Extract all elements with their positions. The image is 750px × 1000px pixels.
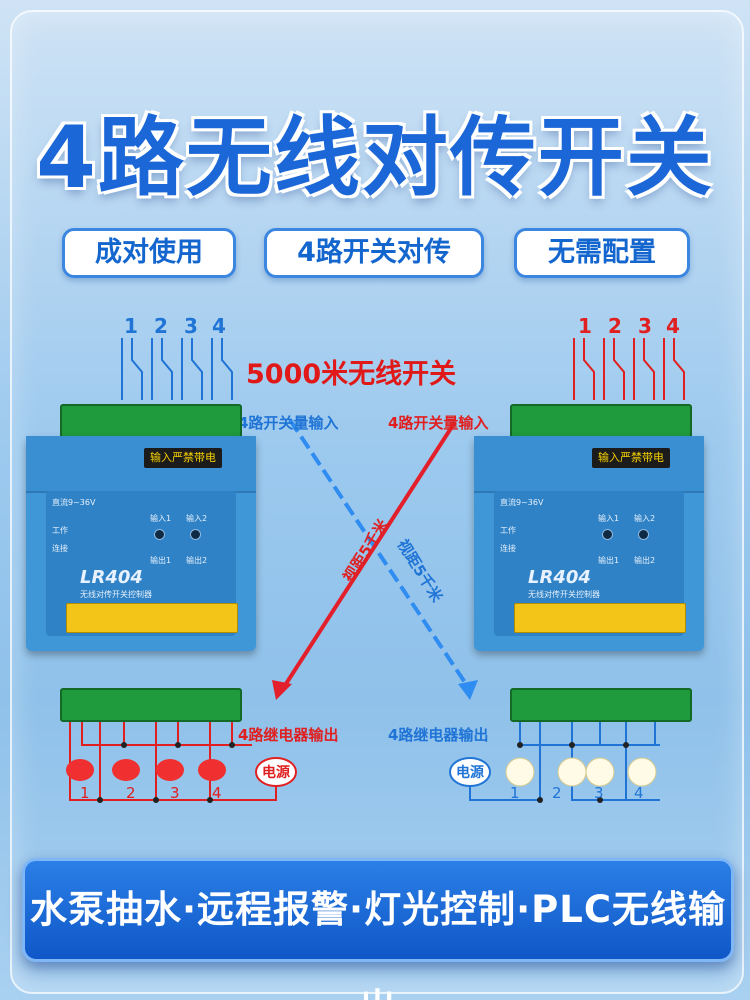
left-bulb-number-1: 1: [80, 784, 90, 802]
right-bulb-number-2: 2: [552, 784, 562, 802]
left-relays: [66, 603, 238, 633]
feature-pill-3: 无需配置: [514, 228, 690, 278]
right-power-symbol: [449, 757, 491, 787]
left-output-terminal: [60, 688, 242, 722]
right-output-2: 输出2: [634, 556, 656, 565]
right-junction-dots: [517, 742, 629, 803]
left-link-label: 连接: [52, 544, 68, 553]
right-power-label: 电源: [456, 765, 484, 781]
left-bulb-number-3: 3: [170, 784, 180, 802]
right-bulb-number-3: 3: [594, 784, 604, 802]
left-output-1: 输出1: [150, 556, 172, 565]
red-cross-arrow: [280, 420, 457, 692]
left-input-label: 4路开关量输入: [238, 414, 339, 432]
left-switch-wiring: [121, 338, 233, 400]
left-led: [190, 529, 201, 540]
blue-arrow-head: [458, 680, 478, 700]
right-white-bulbs: [505, 757, 657, 787]
left-model: LR404: [80, 567, 143, 588]
feature-pill-1: 成对使用: [62, 228, 236, 278]
left-switch-number-2: 2: [154, 314, 168, 338]
right-voltage: 直流9~36V: [500, 498, 544, 507]
left-work-label: 工作: [52, 526, 68, 535]
right-model: LR404: [528, 567, 591, 588]
right-bulb-number-1: 1: [510, 784, 520, 802]
right-work-label: 工作: [500, 526, 516, 535]
left-output-label: 4路继电器输出: [238, 726, 339, 744]
right-input-2: 输入2: [634, 514, 656, 523]
right-switch-number-2: 2: [608, 314, 622, 338]
left-warning: 输入严禁带电: [144, 448, 222, 468]
right-led: [638, 529, 649, 540]
right-relays: [514, 603, 686, 633]
right-input-1: 输入1: [598, 514, 620, 523]
applications-banner: 水泵抽水·远程报警·灯光控制·PLC无线输出: [22, 858, 734, 1000]
right-device: 输入严禁带电 直流9~36V 工作 连接 LR404 无线对传开关控制器 输入1…: [474, 436, 704, 651]
right-output-wiring: [469, 718, 660, 801]
right-bulb-number-4: 4: [634, 784, 644, 802]
page-title: 4路无线对传开关: [36, 108, 714, 208]
right-warning: 输入严禁带电: [592, 448, 670, 468]
left-switch-number-1: 1: [124, 314, 138, 338]
left-input-1: 输入1: [150, 514, 172, 523]
applications-text: 水泵抽水·远程报警·灯光控制·PLC无线输出: [29, 888, 726, 1000]
left-led: [154, 529, 165, 540]
left-input-2: 输入2: [186, 514, 208, 523]
left-power-label: 电源: [262, 765, 290, 781]
left-bulb-number-2: 2: [126, 784, 136, 802]
decorative-frame: [10, 10, 744, 994]
right-subtitle: 无线对传开关控制器: [528, 590, 600, 599]
right-switch-number-3: 3: [638, 314, 652, 338]
left-voltage: 直流9~36V: [52, 498, 96, 507]
left-device: 输入严禁带电 直流9~36V 工作 连接 LR404 无线对传开关控制器 输入1…: [26, 436, 256, 651]
left-input-terminal: [60, 404, 242, 438]
left-junction-dots: [97, 742, 235, 803]
left-switch-number-4: 4: [212, 314, 226, 338]
left-bulb-number-4: 4: [212, 784, 222, 802]
right-output-1: 输出1: [598, 556, 620, 565]
left-device-face: 直流9~36V 工作 连接 LR404 无线对传开关控制器 输入1 输入2 输出…: [46, 491, 238, 636]
left-power-symbol: [255, 757, 297, 787]
right-led: [602, 529, 613, 540]
blue-cross-arrow: [288, 418, 472, 692]
right-switch-number-4: 4: [666, 314, 680, 338]
left-switch-number-3: 3: [184, 314, 198, 338]
left-subtitle: 无线对传开关控制器: [80, 590, 152, 599]
right-switch-number-1: 1: [578, 314, 592, 338]
right-output-label: 4路继电器输出: [388, 726, 489, 744]
right-device-face: 直流9~36V 工作 连接 LR404 无线对传开关控制器 输入1 输入2 输出…: [494, 491, 686, 636]
right-input-label: 4路开关量输入: [388, 414, 489, 432]
right-link-label: 连接: [500, 544, 516, 553]
right-switch-wiring: [573, 338, 685, 400]
left-output-2: 输出2: [186, 556, 208, 565]
feature-pill-2: 4路开关对传: [264, 228, 484, 278]
slogan: 5000米无线开关: [246, 359, 457, 390]
right-input-terminal: [510, 404, 692, 438]
red-arrow-head: [272, 680, 292, 700]
right-output-terminal: [510, 688, 692, 722]
left-red-bulbs: [66, 759, 226, 781]
